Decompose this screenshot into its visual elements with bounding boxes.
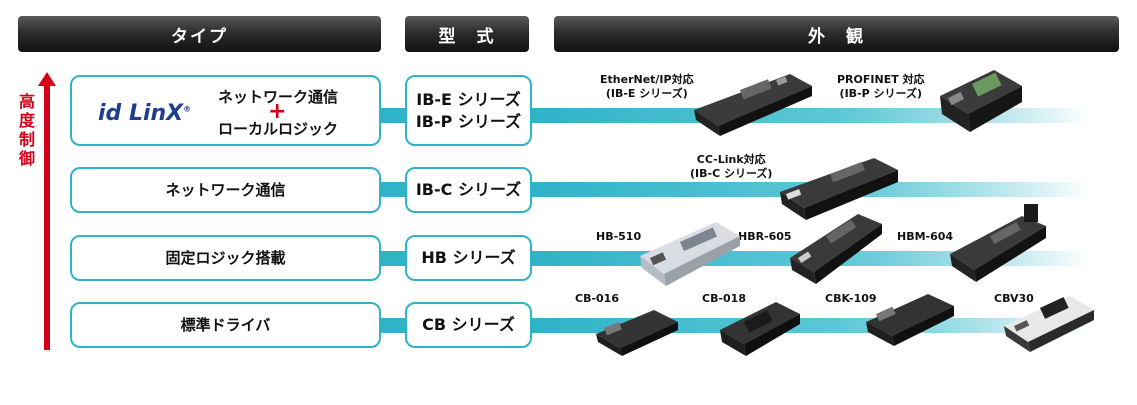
connector-row4-a xyxy=(378,318,408,333)
device-label-cbk-109: CBK-109 xyxy=(825,292,877,305)
device-label-cb-018: CB-018 xyxy=(702,292,746,305)
type-line2: ローカルロジック xyxy=(218,120,339,138)
type-box-fixed-logic: 固定ロジック搭載 xyxy=(70,235,381,281)
device-label-ethernet-ip: EtherNet/IP対応 (IB-E シリーズ) xyxy=(600,73,694,101)
device-image-cb-016 xyxy=(596,310,678,356)
registered-mark: ® xyxy=(183,104,192,114)
label-line2: (IB-C シリーズ) xyxy=(690,166,773,180)
device-image-cbv30 xyxy=(1004,296,1094,352)
header-model: 型 式 xyxy=(405,16,529,52)
axis-char-2: 度 xyxy=(18,111,35,130)
type-box-network: ネットワーク通信 xyxy=(70,167,381,213)
device-label-hbm-604: HBM-604 xyxy=(897,230,954,243)
device-label-cb-016: CB-016 xyxy=(575,292,619,305)
label-line2: (IB-P シリーズ) xyxy=(839,86,922,100)
control-level-arrow xyxy=(38,72,56,350)
device-label-hb-510: HB-510 xyxy=(596,230,642,243)
device-label-hbr-605: HBR-605 xyxy=(738,230,792,243)
device-label-cbv30: CBV30 xyxy=(994,292,1034,305)
idlinx-logo: id LinX® xyxy=(98,99,191,129)
device-image-hb-510 xyxy=(640,222,740,286)
label-line1: EtherNet/IP対応 xyxy=(600,73,694,86)
idlinx-logo-text: id LinX xyxy=(98,101,184,126)
model-box-ib-c: IB-C シリーズ xyxy=(405,167,532,213)
device-image-cb-018 xyxy=(720,302,800,356)
axis-char-3: 制 xyxy=(18,130,35,149)
label-line1: PROFINET 対応 xyxy=(837,73,925,86)
axis-char-4: 御 xyxy=(18,149,35,168)
connector-row2-a xyxy=(378,182,408,197)
label-line2: (IB-E シリーズ) xyxy=(605,86,688,100)
device-image-cc-link xyxy=(780,158,898,220)
connector-row3-a xyxy=(378,251,408,266)
device-image-hbm-604 xyxy=(950,204,1046,282)
device-image-profinet xyxy=(940,70,1022,132)
type-box-standard-driver: 標準ドライバ xyxy=(70,302,381,348)
connector-row1-a xyxy=(378,108,408,123)
model-box-hb: HB シリーズ xyxy=(405,235,532,281)
header-type: タイプ xyxy=(18,16,381,52)
arrow-shape xyxy=(38,72,56,350)
model-box-ib-e-p: IB-E シリーズ IB-P シリーズ xyxy=(405,75,532,146)
device-image-hbr-605 xyxy=(790,214,882,284)
model-box-cb: CB シリーズ xyxy=(405,302,532,348)
header-appearance: 外 観 xyxy=(554,16,1119,52)
device-image-ethernet-ip xyxy=(694,74,812,136)
type-line1: ネットワーク通信 xyxy=(218,88,339,106)
label-line1: CC-Link対応 xyxy=(696,153,766,166)
device-label-cc-link: CC-Link対応 (IB-C シリーズ) xyxy=(690,153,772,181)
device-image-cbk-109 xyxy=(866,294,954,346)
plus-icon: + xyxy=(268,99,287,124)
axis-label: 高 度 制 御 xyxy=(16,92,38,168)
device-label-profinet: PROFINET 対応 (IB-P シリーズ) xyxy=(837,73,925,101)
type-box-idlinx: id LinX® ネットワーク通信 + ローカルロジック xyxy=(70,75,381,146)
model-ib-e: IB-E シリーズ xyxy=(416,89,521,109)
model-ib-p: IB-P シリーズ xyxy=(415,111,522,131)
axis-char-1: 高 xyxy=(18,92,35,111)
